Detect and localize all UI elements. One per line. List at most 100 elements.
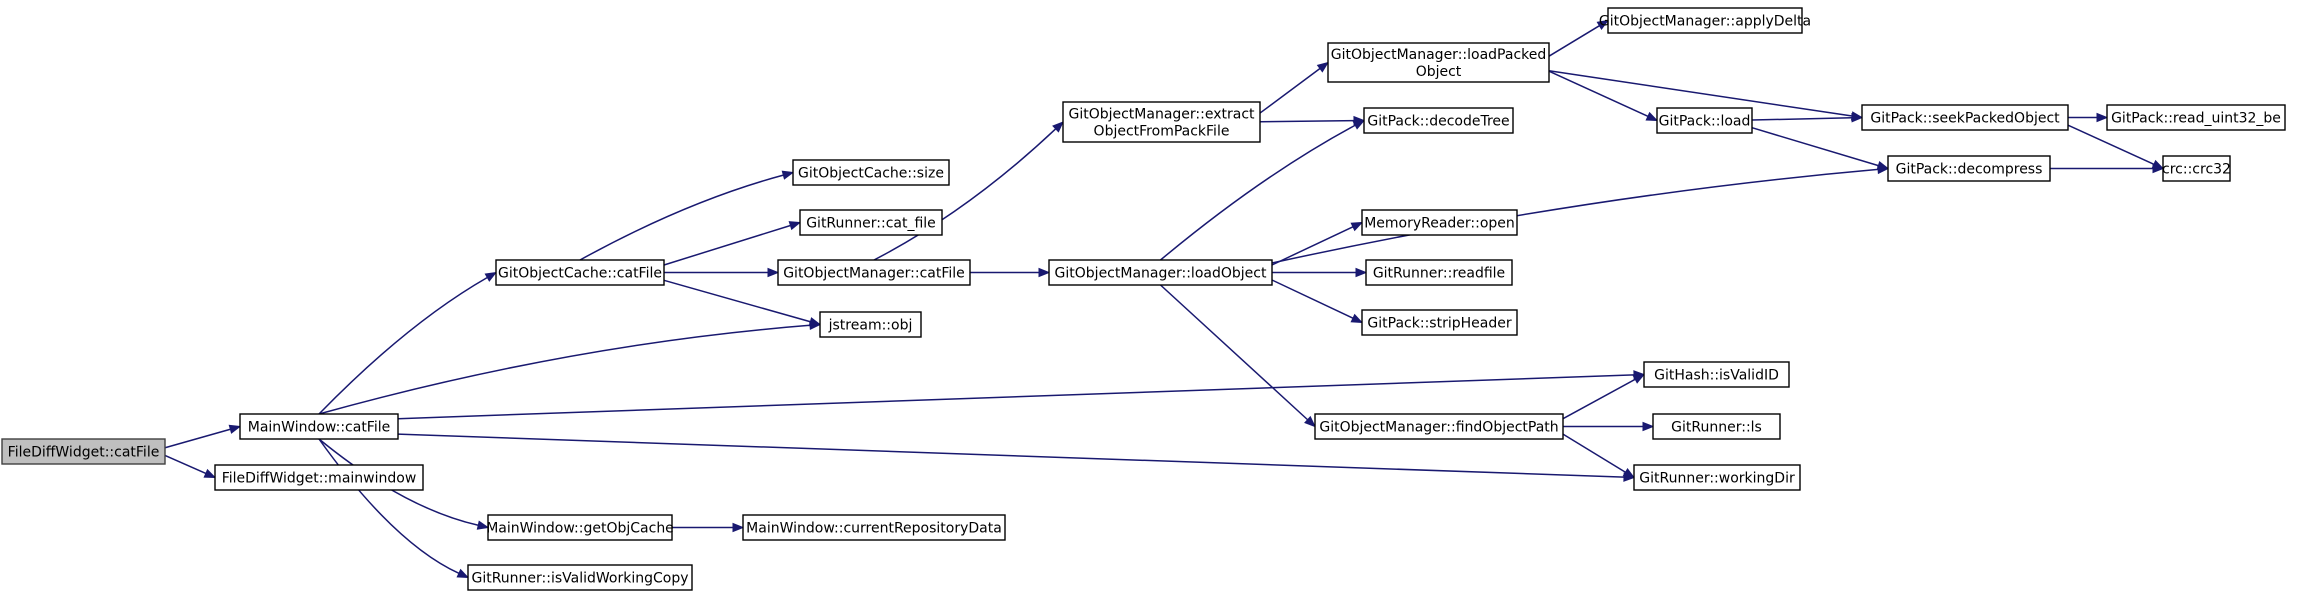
edge-line <box>318 438 479 527</box>
node-label: FileDiffWidget::mainwindow <box>222 471 417 487</box>
edge-arrowhead <box>1851 113 1864 123</box>
edge-arrowhead <box>1596 19 1610 30</box>
node-label: Object <box>1416 64 1462 80</box>
node-gom-loadobject[interactable]: GitObjectManager::loadObject <box>1048 259 1273 286</box>
node-goc-catfile[interactable]: GitObjectCache::catFile <box>495 259 665 286</box>
edges-layer <box>164 19 2165 579</box>
node-mr-open[interactable]: MemoryReader::open <box>1361 209 1518 236</box>
node-label: GitObjectManager::applyDelta <box>1599 14 1811 30</box>
edge-gp-load-to-gp-seek <box>1751 113 1864 123</box>
edge-line <box>397 374 1635 420</box>
node-gp-stripheader[interactable]: GitPack::stripHeader <box>1361 309 1518 336</box>
node-box <box>239 413 399 440</box>
node-box <box>1887 155 2051 182</box>
edge-line <box>1562 433 1626 473</box>
node-gom-findpath[interactable]: GitObjectManager::findObjectPath <box>1314 413 1564 440</box>
node-fdw-catfile[interactable]: FileDiffWidget::catFile <box>1 438 166 465</box>
node-label: GitRunner::readfile <box>1373 266 1505 282</box>
edge-goc-catfile-to-jstream-obj <box>663 279 822 327</box>
edge-gp-load-to-gp-decompress <box>1751 126 1890 171</box>
node-jstream-obj[interactable]: jstream::obj <box>819 311 922 338</box>
node-box <box>1361 209 1518 236</box>
edge-goc-catfile-to-gr-cat-file <box>663 221 802 266</box>
edge-line <box>663 224 791 266</box>
node-gr-ls[interactable]: GitRunner::ls <box>1652 413 1781 440</box>
edge-gp-decompress-to-crc-crc32 <box>2050 163 2165 174</box>
edge-line <box>1160 124 1356 261</box>
edge-mw-catfile-to-gr-workingdir <box>397 433 1636 482</box>
node-gr-workingdir[interactable]: GitRunner::workingDir <box>1633 464 1801 491</box>
edge-mw-catfile-to-gr-isvalidwc <box>318 438 470 579</box>
edge-arrowhead <box>484 271 498 282</box>
node-box <box>1633 464 1801 491</box>
edge-arrowhead <box>2096 112 2109 123</box>
node-box <box>2162 155 2231 182</box>
edge-line <box>1271 279 1354 319</box>
edge-line <box>579 174 784 261</box>
node-label: MainWindow::getObjCache <box>486 521 674 537</box>
edge-arrowhead <box>1355 267 1368 278</box>
node-gr-cat-file[interactable]: GitRunner::cat_file <box>799 209 943 236</box>
node-label: GitRunner::isValidWorkingCopy <box>471 571 688 587</box>
edge-arrowhead <box>808 317 822 327</box>
edge-mw-catfile-to-gh-isvalidid <box>397 370 1646 420</box>
node-label: GitObjectCache::size <box>798 166 944 182</box>
edge-line <box>1548 70 1649 118</box>
edge-gom-catfile-to-gom-loadobject <box>969 267 1051 278</box>
edge-arrowhead <box>476 520 490 530</box>
edge-fdw-catfile-to-fdw-mainwindow <box>164 454 217 479</box>
node-box <box>1327 42 1550 83</box>
edge-arrowhead <box>1642 421 1655 432</box>
node-crc-crc32[interactable]: crc::crc32 <box>2162 155 2231 182</box>
node-label: GitObjectManager::loadObject <box>1055 266 1267 282</box>
edge-gp-seek-to-gp-read-uint32 <box>2068 112 2109 123</box>
edge-arrowhead <box>1052 121 1064 133</box>
node-box <box>819 311 922 338</box>
node-gr-isvalidwc[interactable]: GitRunner::isValidWorkingCopy <box>467 564 693 591</box>
node-gh-isvalidid[interactable]: GitHash::isValidID <box>1643 361 1790 388</box>
node-gp-decompress[interactable]: GitPack::decompress <box>1887 155 2051 182</box>
node-gom-extract[interactable]: GitObjectManager::extractObjectFromPackF… <box>1062 101 1261 143</box>
node-label: GitPack::decompress <box>1896 162 2043 178</box>
node-label: jstream::obj <box>828 318 913 334</box>
edge-arrowhead <box>1352 119 1366 130</box>
node-box <box>777 259 971 286</box>
edge-gom-extract-to-gom-loadpacked <box>1259 61 1330 114</box>
node-label: GitObjectManager::findObjectPath <box>1319 420 1558 436</box>
node-fdw-mainwindow[interactable]: FileDiffWidget::mainwindow <box>214 464 424 491</box>
node-box <box>1 438 166 465</box>
edge-gom-findpath-to-gr-workingdir <box>1562 433 1636 479</box>
node-box <box>792 159 950 186</box>
node-box <box>1652 413 1781 440</box>
node-gp-seek[interactable]: GitPack::seekPackedObject <box>1861 104 2069 131</box>
edge-line <box>318 276 488 415</box>
edge-line <box>1159 284 1309 421</box>
node-gp-read-uint32[interactable]: GitPack::read_uint32_be <box>2106 104 2286 131</box>
node-label: GitPack::read_uint32_be <box>2111 111 2281 127</box>
edge-arrowhead <box>767 267 780 278</box>
node-label: ObjectFromPackFile <box>1094 124 1230 140</box>
node-gp-load[interactable]: GitPack::load <box>1656 107 1753 134</box>
node-box <box>1314 413 1564 440</box>
node-label: GitPack::seekPackedObject <box>1870 111 2060 127</box>
edge-line <box>1751 116 1853 121</box>
node-mw-currentrepo[interactable]: MainWindow::currentRepositoryData <box>742 514 1006 541</box>
node-mw-getobjcache[interactable]: MainWindow::getObjCache <box>486 514 674 541</box>
node-gom-applydelta[interactable]: GitObjectManager::applyDelta <box>1599 7 1811 34</box>
edge-arrowhead <box>456 568 470 579</box>
edge-arrowhead <box>1350 313 1364 324</box>
node-gp-decodetree[interactable]: GitPack::decodeTree <box>1363 107 1514 134</box>
edge-fdw-catfile-to-mw-catfile <box>164 424 242 449</box>
edge-arrowhead <box>1350 221 1364 232</box>
node-box <box>1656 107 1753 134</box>
node-gr-readfile[interactable]: GitRunner::readfile <box>1365 259 1513 286</box>
node-box <box>1048 259 1273 286</box>
node-label: GitObjectManager::catFile <box>783 266 965 282</box>
node-goc-size[interactable]: GitObjectCache::size <box>792 159 950 186</box>
node-gom-catfile[interactable]: GitObjectManager::catFile <box>777 259 971 286</box>
edge-line <box>1271 168 1879 264</box>
edge-arrowhead <box>1632 373 1646 384</box>
node-mw-catfile[interactable]: MainWindow::catFile <box>239 413 399 440</box>
node-box <box>742 514 1006 541</box>
